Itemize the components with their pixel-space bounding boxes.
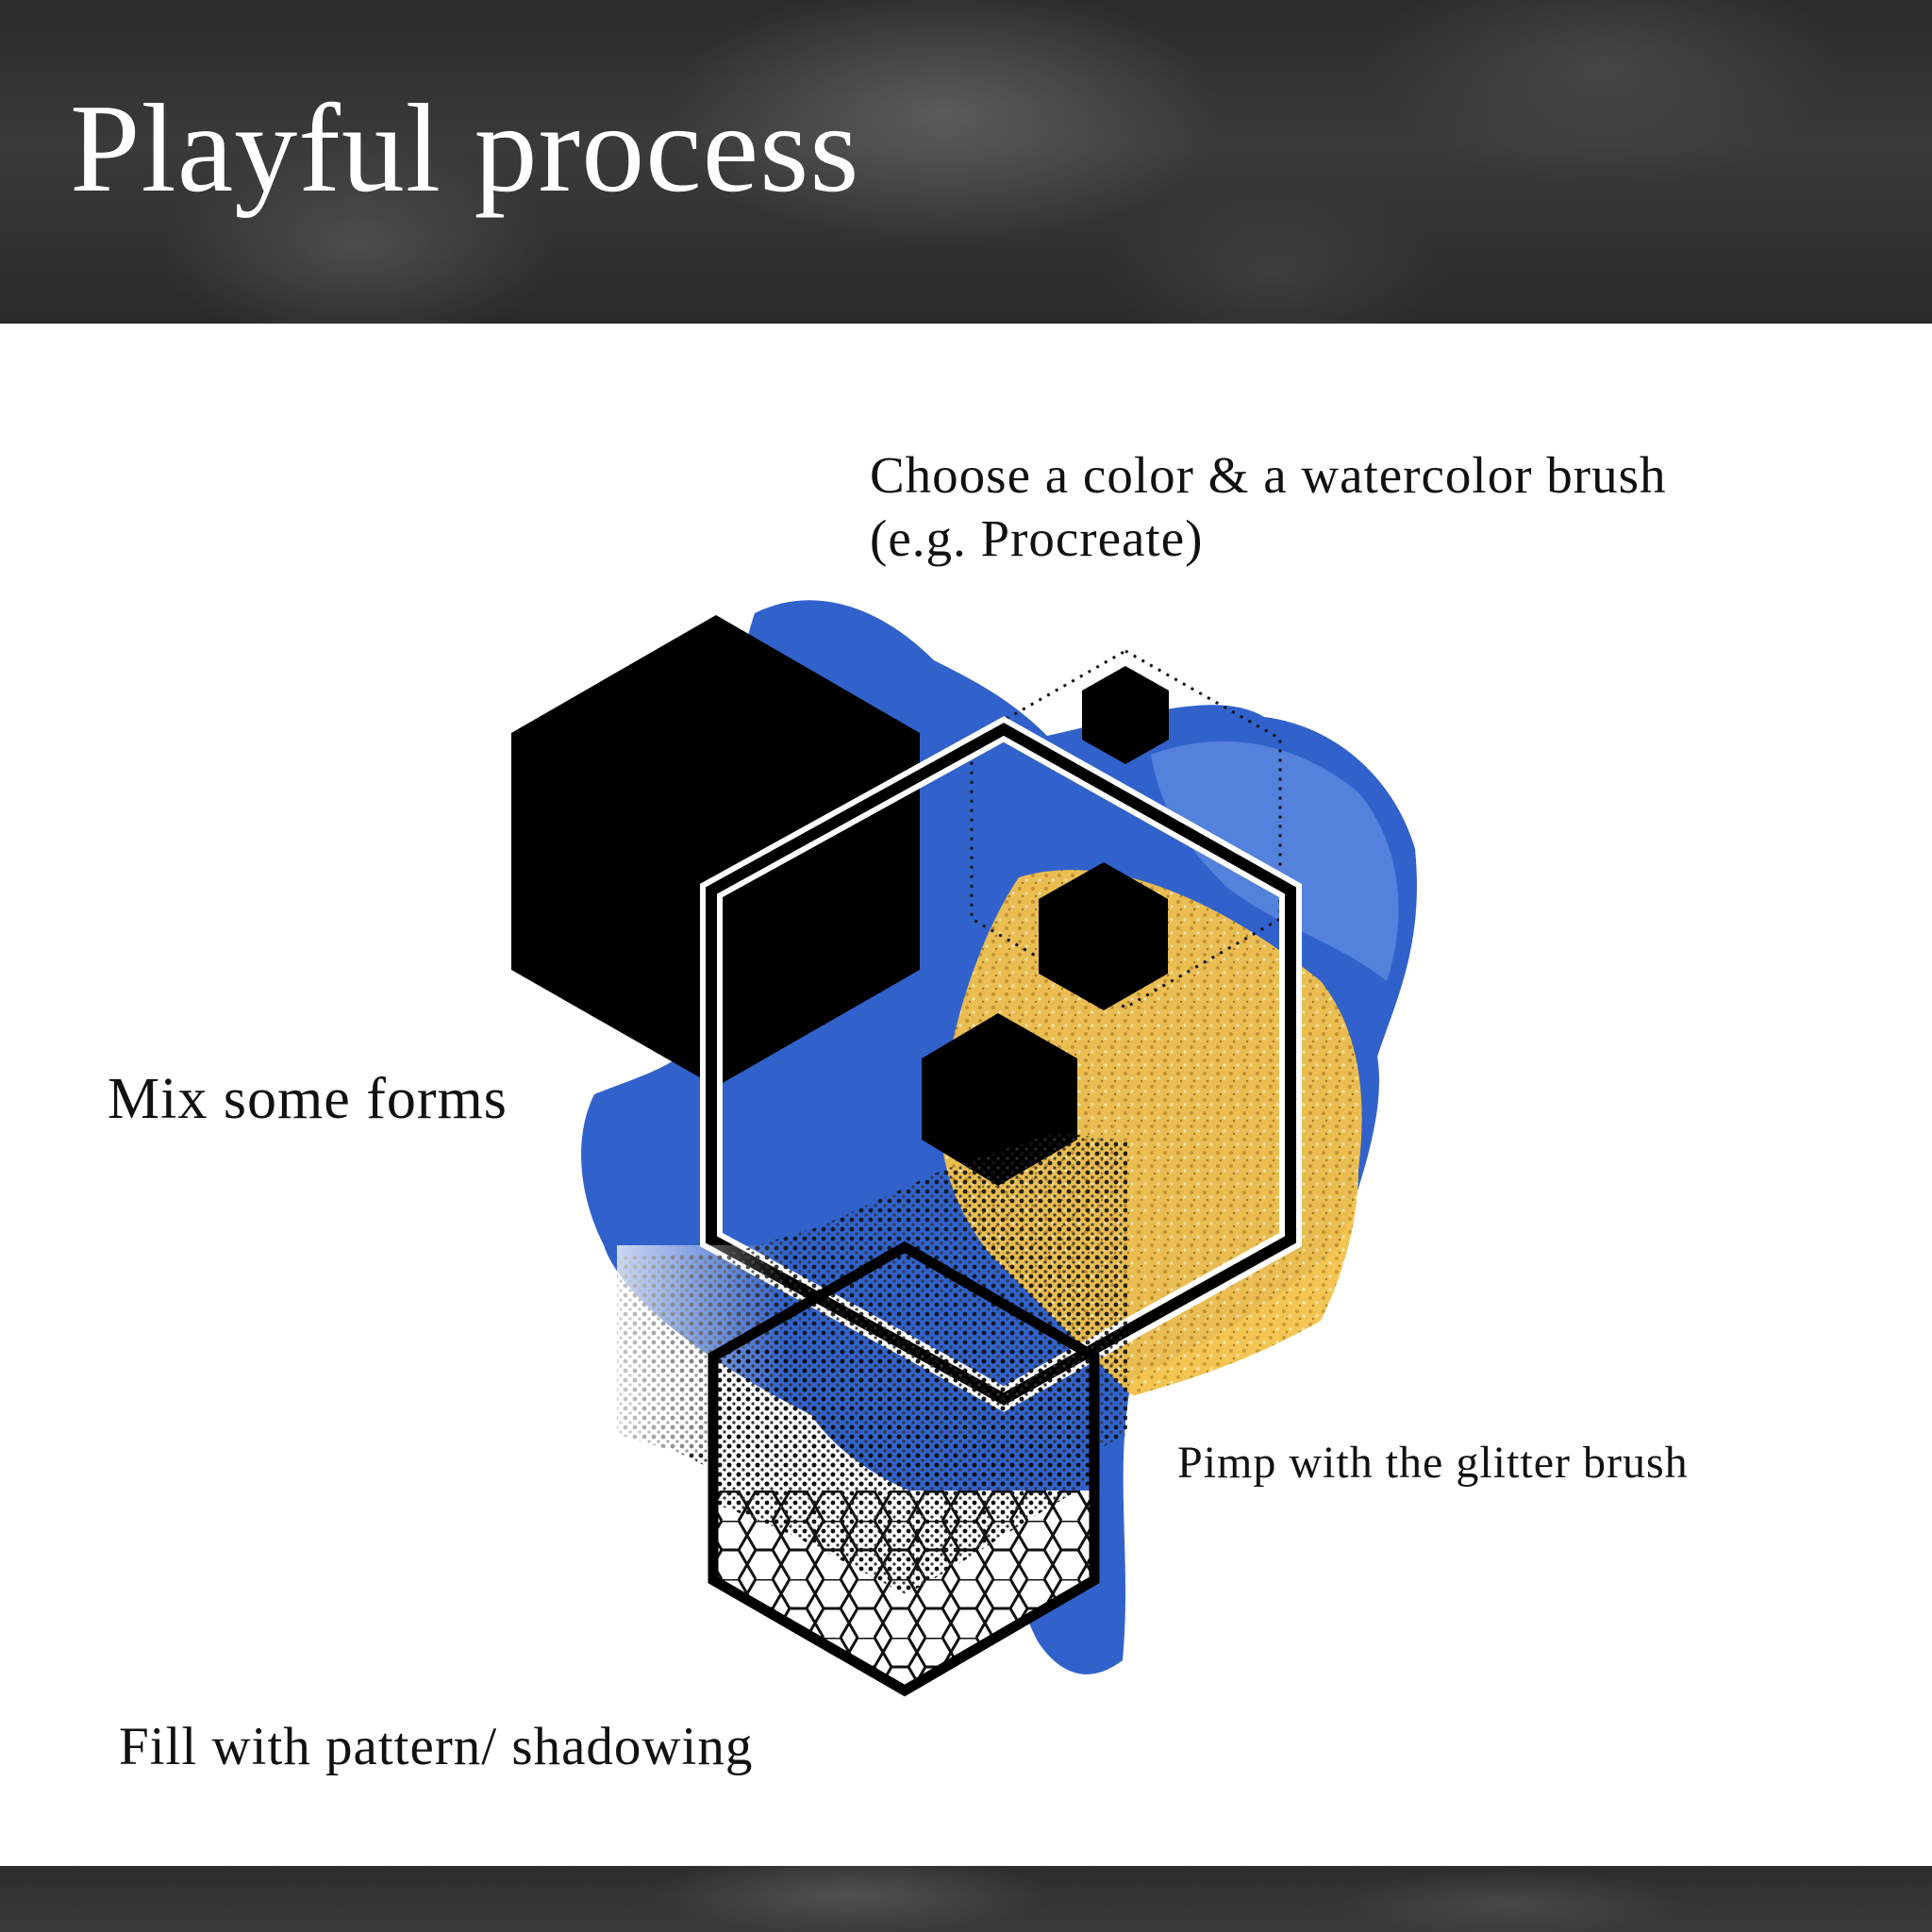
- small-black-hexagon-top: [1082, 666, 1169, 764]
- step-color-label: Choose a color & a watercolor brush (e.g…: [870, 443, 1666, 570]
- page-title: Playful process: [70, 78, 860, 218]
- step-mix-label: Mix some forms: [108, 1067, 508, 1131]
- footer-watercolor-band: [0, 1866, 1932, 1932]
- bottom-outline-hexagon: [708, 1241, 1100, 1697]
- small-black-hexagon-middle: [1039, 862, 1168, 1010]
- step-fill-label: Fill with pattern/ shadowing: [119, 1717, 754, 1776]
- watercolor-light-wash: [1151, 741, 1399, 981]
- header-watercolor-band: [0, 0, 1932, 324]
- step-color-line2: (e.g. Procreate): [870, 509, 1204, 567]
- step-glitter-label: Pimp with the glitter brush: [1177, 1438, 1689, 1488]
- large-black-hexagon: [511, 615, 920, 1087]
- step-color-line1: Choose a color & a watercolor brush: [870, 446, 1667, 504]
